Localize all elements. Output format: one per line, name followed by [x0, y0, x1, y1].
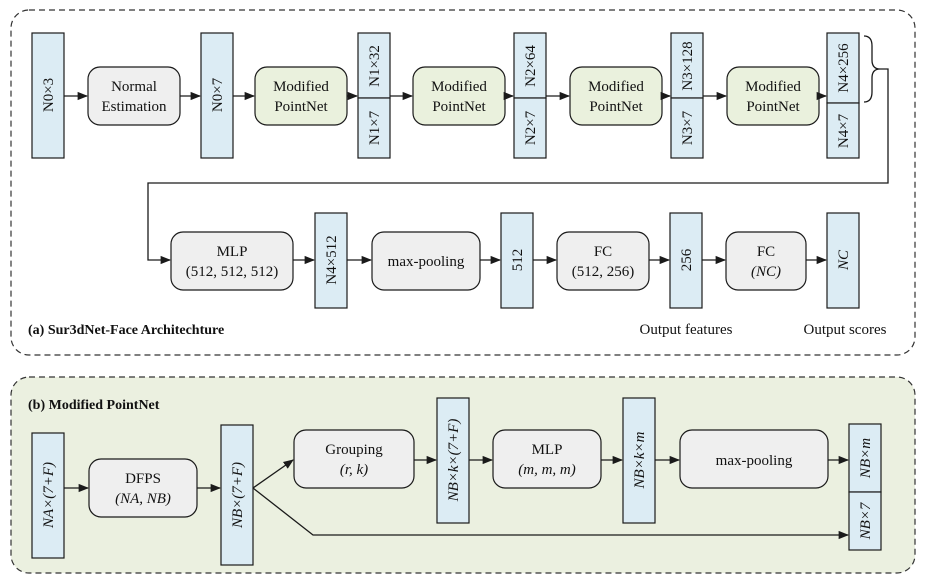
grouping-line1: Grouping — [325, 442, 383, 458]
tensor-512-label: 512 — [510, 249, 526, 272]
tensor-n3x7-label: N3×7 — [680, 110, 696, 145]
tensor-nbkm — [622, 397, 656, 524]
tensor-n1x7 — [357, 97, 391, 159]
pointnet-4-line1: Modified — [745, 79, 801, 95]
tensor-nb — [220, 424, 254, 566]
normal-estimation-line1: Normal — [111, 79, 157, 95]
tensor-n0x7-label: N0×7 — [210, 77, 226, 112]
tensor-nbkm-label: NB×k×m — [632, 431, 648, 489]
tensor-n4x512-label: N4×512 — [324, 235, 340, 284]
mlp-b-line2: (m, m, m) — [518, 462, 576, 478]
tensor-nc — [826, 212, 860, 309]
arrow-c3 — [252, 459, 294, 489]
dfps-line1: DFPS — [125, 471, 161, 487]
fc-2-line1: FC — [757, 244, 775, 260]
fc-1-line1: FC — [594, 244, 612, 260]
tensor-n1x7-label: N1×7 — [367, 110, 383, 145]
tensor-n4x256-label: N4×256 — [836, 43, 852, 93]
max-pooling-b-label: max-pooling — [716, 453, 793, 469]
block-grouping — [293, 429, 415, 489]
tensor-256-label: 256 — [679, 248, 695, 271]
tensor-na — [31, 432, 65, 559]
tensor-n3x128-label: N3×128 — [680, 41, 696, 90]
pointnet-3-line1: Modified — [588, 79, 644, 95]
tensor-n2x64-label: N2×64 — [523, 45, 539, 87]
panel-a-title: (a) Sur3dNet-Face Architechture — [28, 323, 224, 338]
max-pooling-a-label: max-pooling — [388, 254, 465, 270]
fc-1-line2: (512, 256) — [572, 264, 635, 280]
tensor-n0x3-label: N0×3 — [41, 78, 57, 112]
caption-output-features: Output features — [640, 322, 733, 338]
tensor-256 — [669, 212, 703, 309]
caption-output-scores: Output scores — [804, 322, 887, 338]
tensor-nb-label: NB×(7+F) — [230, 462, 246, 529]
tensor-n2x7 — [513, 97, 547, 159]
arrow-c4 — [252, 487, 850, 540]
pointnet-3-line2: PointNet — [589, 99, 643, 115]
tensor-n0x3 — [31, 32, 65, 159]
connector-row1-row2 — [147, 68, 889, 265]
tensor-n4x7 — [826, 102, 860, 159]
tensor-nc-label: NC — [836, 249, 852, 271]
tensor-n4x256 — [826, 32, 860, 104]
tensor-n3x128 — [670, 32, 704, 99]
tensor-n3x7 — [670, 97, 704, 159]
pointnet-2-line2: PointNet — [432, 99, 486, 115]
tensor-nbk — [436, 397, 470, 524]
tensor-n1x32-label: N1×32 — [367, 45, 383, 87]
tensor-n1x32 — [357, 32, 391, 99]
block-mlp-b — [492, 429, 602, 489]
panel-b-title: (b) Modified PointNet — [28, 398, 160, 413]
pointnet-1-line1: Modified — [273, 79, 329, 95]
tensor-nbk-label: NB×k×(7+F) — [446, 419, 462, 503]
tensor-nb7-label: NB×7 — [858, 501, 874, 540]
tensor-n2x64 — [513, 32, 547, 99]
tensor-n4x512 — [314, 212, 348, 309]
block-modified-pointnet-3 — [569, 66, 663, 126]
dfps-line2: (NA, NB) — [115, 491, 171, 507]
block-modified-pointnet-4 — [726, 66, 820, 126]
grouping-line2: (r, k) — [340, 462, 368, 478]
block-dfps — [88, 458, 198, 518]
mlp-a-line1: MLP — [217, 244, 248, 260]
tensor-nbm — [848, 423, 882, 493]
tensor-n2x7-label: N2×7 — [523, 110, 539, 145]
normal-estimation-line2: Estimation — [102, 99, 167, 115]
block-modified-pointnet-2 — [412, 66, 506, 126]
block-fc-2 — [725, 231, 807, 291]
mlp-b-line1: MLP — [532, 442, 563, 458]
tensor-na-label: NA×(7+F) — [41, 462, 57, 529]
block-mlp-a — [170, 231, 294, 291]
block-normal-estimation — [87, 66, 181, 126]
pointnet-2-line1: Modified — [431, 79, 487, 95]
block-fc-1 — [556, 231, 650, 291]
fc-2-line2: (NC) — [751, 264, 781, 280]
tensor-nbm-label: NB×m — [858, 438, 874, 479]
pointnet-1-line2: PointNet — [274, 99, 328, 115]
pointnet-4-line2: PointNet — [746, 99, 800, 115]
tensor-nb7 — [848, 491, 882, 551]
block-modified-pointnet-1 — [254, 66, 348, 126]
tensor-n4x7-label: N4×7 — [836, 113, 852, 148]
mlp-a-line2: (512, 512, 512) — [186, 264, 279, 280]
